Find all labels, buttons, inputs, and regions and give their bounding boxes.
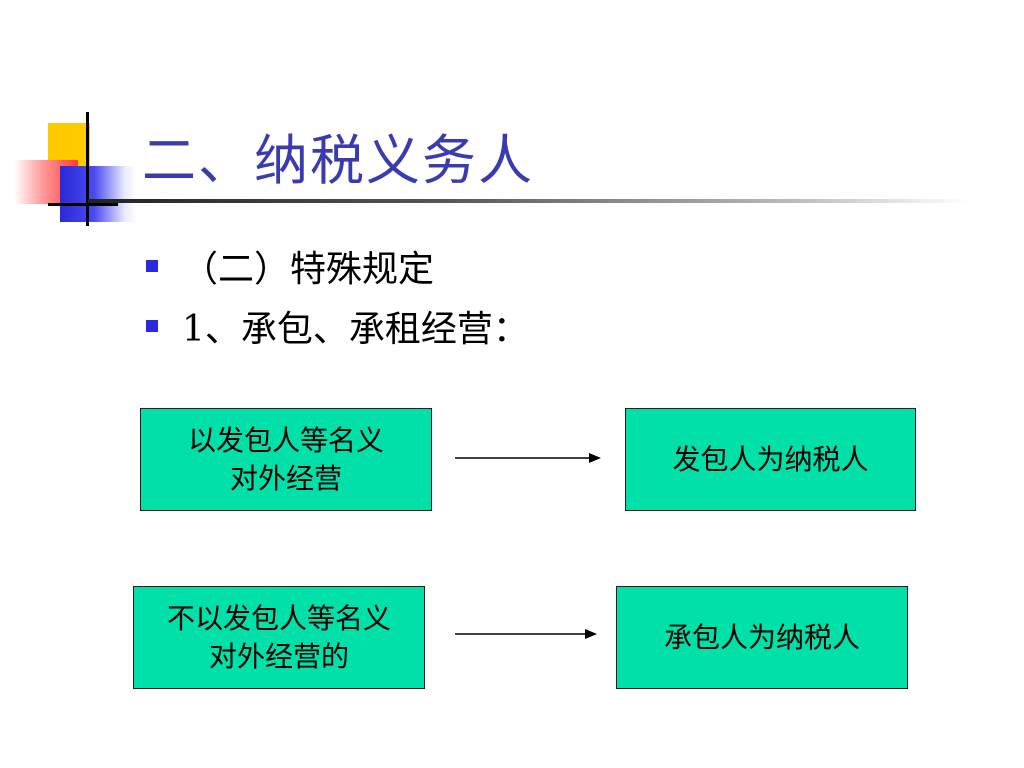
bullet-text: （二）特殊规定 [182,249,435,290]
condition-line: 不以发包人等名义 [166,601,391,635]
result-text: 承包人为纳税人 [663,620,860,654]
decoration-horizontal-line [48,203,118,206]
right-arrow-icon [455,629,597,639]
condition-line: 对外经营 [229,461,342,495]
condition-line: 以发包人等名义 [187,423,384,457]
bullet-item: 1、承包、承租经营： [146,296,529,356]
bullet-list: （二）特殊规定 1、承包、承租经营： [146,236,529,356]
condition-line: 对外经营的 [208,639,349,673]
bullet-item: （二）特殊规定 [146,236,529,296]
decoration-vertical-line [86,112,89,226]
title-underline [88,199,968,203]
bullet-text: 1、承包、承租经营： [182,309,529,350]
right-arrow-icon [455,453,601,463]
square-bullet-icon [146,260,158,272]
slide-title: 二、纳税义务人 [142,129,534,192]
square-bullet-icon [146,320,158,332]
decoration-blue-square [60,166,136,222]
result-text: 发包人为纳税人 [672,442,869,476]
condition-box-with-issuer-name: 以发包人等名义 对外经营 [140,408,432,511]
condition-box-without-issuer-name: 不以发包人等名义 对外经营的 [133,586,425,689]
result-box-contractor-taxpayer: 承包人为纳税人 [616,586,908,689]
result-box-issuer-taxpayer: 发包人为纳税人 [625,408,916,511]
